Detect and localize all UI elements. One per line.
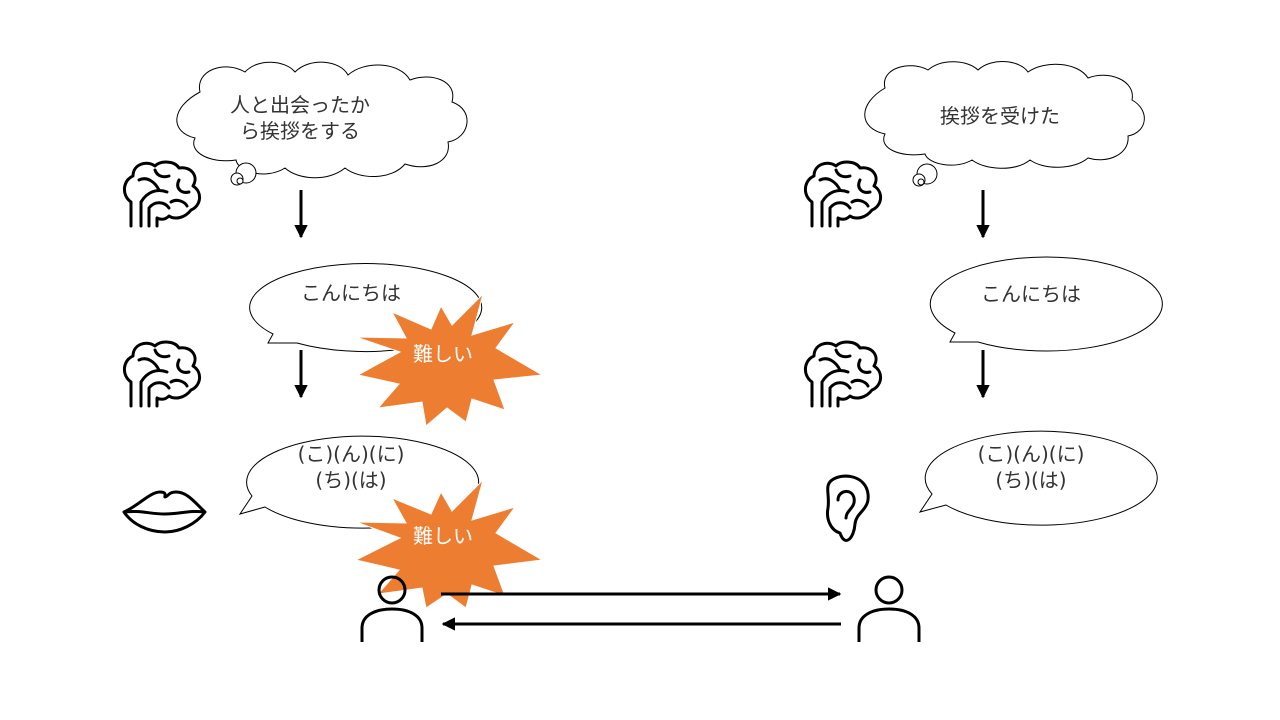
- right-sounds-line1: (こ)(ん)(に): [977, 442, 1085, 466]
- left-thought-cloud: [176, 61, 468, 186]
- ear-icon: [826, 474, 870, 542]
- right-speech-word-text: こんにちは: [981, 282, 1081, 306]
- difficulty-burst-2: [354, 478, 544, 609]
- brain-icon: [122, 160, 202, 228]
- person-icon: [857, 575, 921, 644]
- left-speech-word-text: こんにちは: [301, 281, 401, 305]
- left-thought-text: 人と出会ったか ら挨拶をする: [205, 92, 395, 144]
- right-speech-sounds-text: (こ)(ん)(に) (ち)(は): [916, 441, 1146, 493]
- left-sounds-line2: (ち)(は): [315, 468, 387, 492]
- left-sounds-line1: (こ)(ん)(に): [297, 442, 405, 466]
- right-speech-bubble-word: [929, 256, 1163, 352]
- left-thought-line1: 人と出会ったか: [230, 93, 370, 117]
- right-sounds-line2: (ち)(は): [995, 468, 1067, 492]
- left-speech-sounds-text: (こ)(ん)(に) (ち)(は): [236, 441, 466, 493]
- lips-icon: [122, 490, 207, 534]
- left-thought-line2: ら挨拶をする: [240, 119, 360, 143]
- right-speech-bubble-sounds: [918, 430, 1158, 526]
- brain-icon: [122, 340, 202, 408]
- brain-icon: [803, 340, 883, 408]
- right-thought-cloud: [864, 61, 1145, 187]
- right-thought-text: 挨拶を受けた: [940, 104, 1060, 128]
- difficulty-label-1: 難しい: [413, 342, 473, 366]
- brain-icon: [803, 160, 883, 228]
- difficulty-burst-1: [355, 292, 544, 427]
- difficulty-label-2: 難しい: [413, 524, 473, 548]
- left-speech-bubble-sounds: [238, 435, 480, 529]
